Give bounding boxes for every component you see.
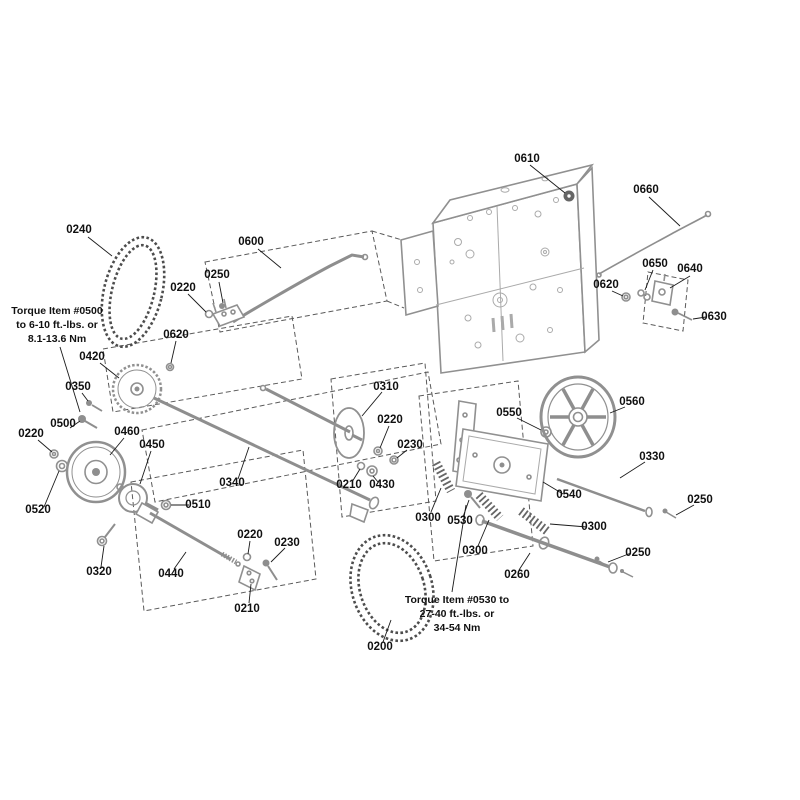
part-label-0500: 0500 xyxy=(50,418,76,430)
part-label-0520: 0520 xyxy=(25,504,51,516)
part-label-0250-3: 0250 xyxy=(625,547,651,559)
axle-0340 xyxy=(153,396,380,524)
torque-note-0530-line2: 27-40 ft.-lbs. or xyxy=(420,608,495,620)
part-label-0510: 0510 xyxy=(185,499,211,511)
part-label-0210-2: 0210 xyxy=(234,603,260,615)
part-label-0610: 0610 xyxy=(514,153,540,165)
part-label-0430: 0430 xyxy=(369,479,395,491)
bearing-0550 xyxy=(540,426,552,438)
leader-lines xyxy=(37,164,707,643)
part-label-0420: 0420 xyxy=(79,351,105,363)
bolt-0530 xyxy=(464,490,481,509)
part-label-0220-1: 0220 xyxy=(170,282,196,294)
part-label-0220-2: 0220 xyxy=(377,414,403,426)
part-label-0630: 0630 xyxy=(701,311,727,323)
part-label-0650: 0650 xyxy=(642,258,668,270)
part-label-0330: 0330 xyxy=(639,451,665,463)
friction-plate-0540 xyxy=(452,400,549,502)
part-label-0550: 0550 xyxy=(496,407,522,419)
part-label-0640: 0640 xyxy=(677,263,703,275)
part-label-0340: 0340 xyxy=(219,477,245,489)
part-label-0600: 0600 xyxy=(238,236,264,248)
part-label-0620-1: 0620 xyxy=(593,279,619,291)
part-label-0240: 0240 xyxy=(66,224,92,236)
control-rod-0600 xyxy=(204,253,369,327)
part-label-0250-1: 0250 xyxy=(204,269,230,281)
shaft-0260 xyxy=(475,514,634,578)
part-label-0300-2: 0300 xyxy=(581,521,607,533)
disc-hardware xyxy=(356,446,399,477)
part-label-0440: 0440 xyxy=(158,568,184,580)
part-label-0560: 0560 xyxy=(619,396,645,408)
part-label-0300-1: 0300 xyxy=(415,512,441,524)
part-label-0620-2: 0620 xyxy=(163,329,189,341)
part-label-0300-3: 0300 xyxy=(462,545,488,557)
part-label-0540: 0540 xyxy=(556,489,582,501)
part-label-0530: 0530 xyxy=(447,515,473,527)
part-label-0220-3: 0220 xyxy=(18,428,44,440)
part-labels: 0610 0660 0240 0600 0250 0220 0650 0640 … xyxy=(18,153,727,653)
part-label-0230-2: 0230 xyxy=(274,537,300,549)
shaft-0440 xyxy=(134,501,241,567)
grommet-0610 xyxy=(563,190,575,202)
torque-note-0500: Torque Item #0500 to 6-10 ft.-lbs. or 8.… xyxy=(11,305,103,345)
part-label-0230-1: 0230 xyxy=(397,439,423,451)
part-label-0660: 0660 xyxy=(633,184,659,196)
cable-0660 xyxy=(596,210,712,278)
springs-0300 xyxy=(432,460,550,535)
part-label-0320: 0320 xyxy=(86,566,112,578)
shaft-0330 xyxy=(556,477,677,519)
torque-note-0530-line3: 34-54 Nm xyxy=(434,622,481,634)
part-label-0450: 0450 xyxy=(139,439,165,451)
sprocket-0420 xyxy=(111,363,163,415)
part-label-0310: 0310 xyxy=(373,381,399,393)
part-label-0210-1: 0210 xyxy=(336,479,362,491)
torque-note-0500-line2: to 6-10 ft.-lbs. or xyxy=(16,319,98,331)
rod-and-disc-0310 xyxy=(259,384,365,459)
bracket-0210 xyxy=(238,552,278,592)
part-label-0250-2: 0250 xyxy=(687,494,713,506)
chain-0200 xyxy=(349,533,435,643)
hardware-cluster-right xyxy=(621,273,693,321)
part-label-0260: 0260 xyxy=(504,569,530,581)
machine-frame xyxy=(400,163,600,374)
torque-note-0530-line1: Torque Item #0530 to xyxy=(405,594,509,606)
wheel-0560 xyxy=(539,375,617,459)
chain-0240 xyxy=(100,235,166,349)
part-label-0200: 0200 xyxy=(367,641,393,653)
part-label-0350: 0350 xyxy=(65,381,91,393)
torque-note-0500-line3: 8.1-13.6 Nm xyxy=(28,333,86,345)
pulley-0460 xyxy=(65,440,127,504)
part-label-0220-4: 0220 xyxy=(237,529,263,541)
torque-note-0530: Torque Item #0530 to 27-40 ft.-lbs. or 3… xyxy=(405,594,509,634)
torque-note-0500-line1: Torque Item #0500 xyxy=(11,305,103,317)
part-label-0460: 0460 xyxy=(114,426,140,438)
